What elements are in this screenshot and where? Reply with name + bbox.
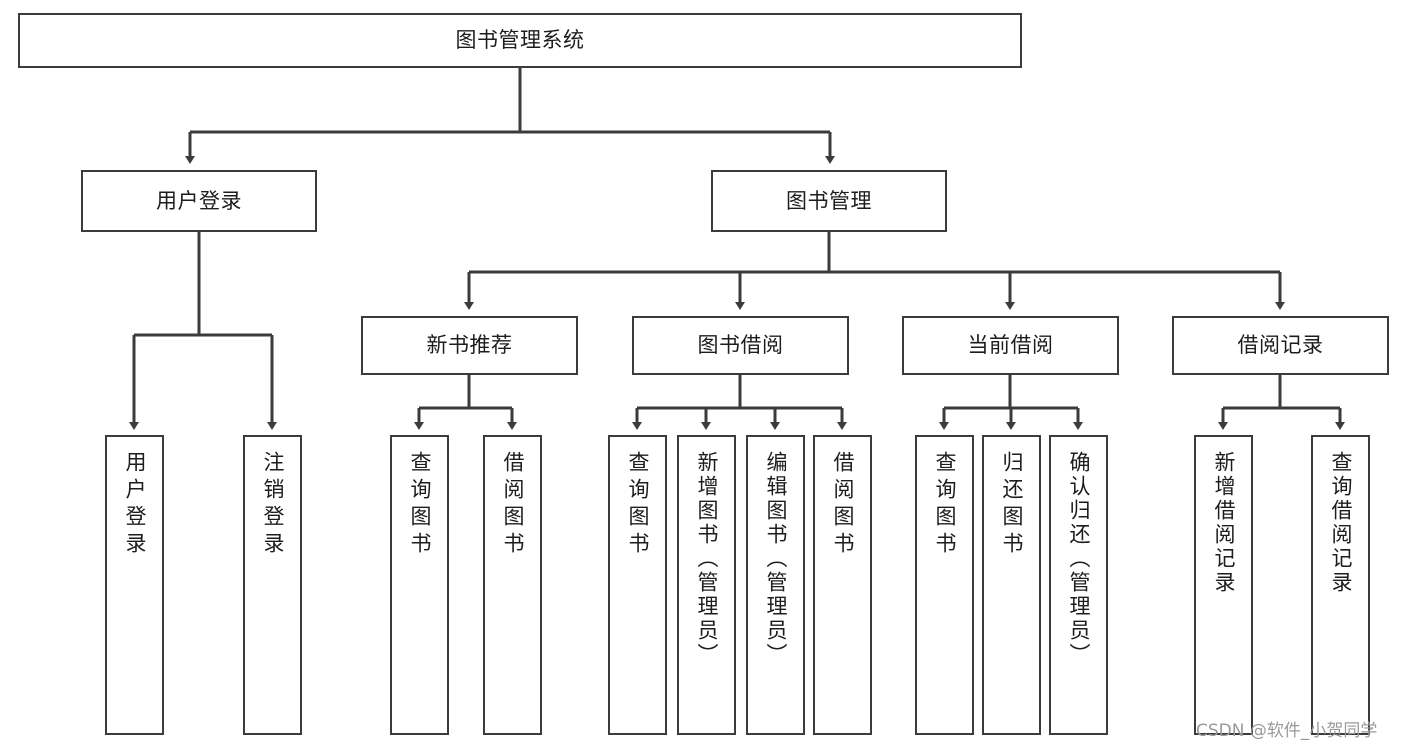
leaf-records-query-label: 查询借阅记录 [1329,451,1353,595]
node-current-borrow[interactable]: 当前借阅 [902,316,1119,375]
node-root-label: 图书管理系统 [455,28,585,53]
leaf-records-add[interactable]: 新增借阅记录 [1194,435,1253,735]
node-new-book-recommend-label: 新书推荐 [426,333,513,358]
leaf-borrow-edit-book-label: 编辑图书（管理员） [764,451,788,667]
node-book-management-label: 图书管理 [786,188,872,213]
leaf-borrow-add-book[interactable]: 新增图书（管理员） [677,435,736,735]
node-book-borrow[interactable]: 图书借阅 [632,316,849,375]
leaf-user-login-signout[interactable]: 注销登录 [243,435,302,735]
leaf-current-query[interactable]: 查询图书 [915,435,974,735]
leaf-borrow-borrow-book[interactable]: 借阅图书 [813,435,872,735]
node-book-borrow-label: 图书借阅 [697,333,784,358]
node-borrow-records-label: 借阅记录 [1237,333,1324,358]
node-current-borrow-label: 当前借阅 [967,333,1054,358]
leaf-records-add-label: 新增借阅记录 [1212,451,1236,595]
leaf-new-books-query-label: 查询图书 [408,451,432,559]
leaf-current-confirm-return[interactable]: 确认归还（管理员） [1049,435,1108,735]
leaf-borrow-add-book-label: 新增图书（管理员） [695,451,719,667]
node-borrow-records[interactable]: 借阅记录 [1172,316,1389,375]
node-book-management[interactable]: 图书管理 [711,170,947,232]
node-user-login[interactable]: 用户登录 [81,170,317,232]
leaf-borrow-query[interactable]: 查询图书 [608,435,667,735]
csdn-watermark: CSDN @软件_小贺同学 [1196,721,1378,741]
leaf-current-confirm-return-label: 确认归还（管理员） [1067,451,1091,667]
leaf-current-return[interactable]: 归还图书 [982,435,1041,735]
node-root[interactable]: 图书管理系统 [18,13,1022,68]
leaf-current-query-label: 查询图书 [933,451,957,559]
leaf-new-books-borrow[interactable]: 借阅图书 [483,435,542,735]
leaf-current-return-label: 归还图书 [1000,451,1024,559]
leaf-borrow-edit-book[interactable]: 编辑图书（管理员） [746,435,805,735]
node-user-login-label: 用户登录 [156,188,242,213]
leaf-new-books-query[interactable]: 查询图书 [390,435,449,735]
leaf-new-books-borrow-label: 借阅图书 [501,451,525,559]
leaf-borrow-query-label: 查询图书 [626,451,650,559]
leaf-user-login-signin[interactable]: 用户登录 [105,435,164,735]
leaf-borrow-borrow-book-label: 借阅图书 [831,451,855,559]
node-new-book-recommend[interactable]: 新书推荐 [361,316,578,375]
leaf-user-login-signout-label: 注销登录 [261,451,285,559]
leaf-records-query[interactable]: 查询借阅记录 [1311,435,1370,735]
leaf-user-login-signin-label: 用户登录 [123,451,147,559]
